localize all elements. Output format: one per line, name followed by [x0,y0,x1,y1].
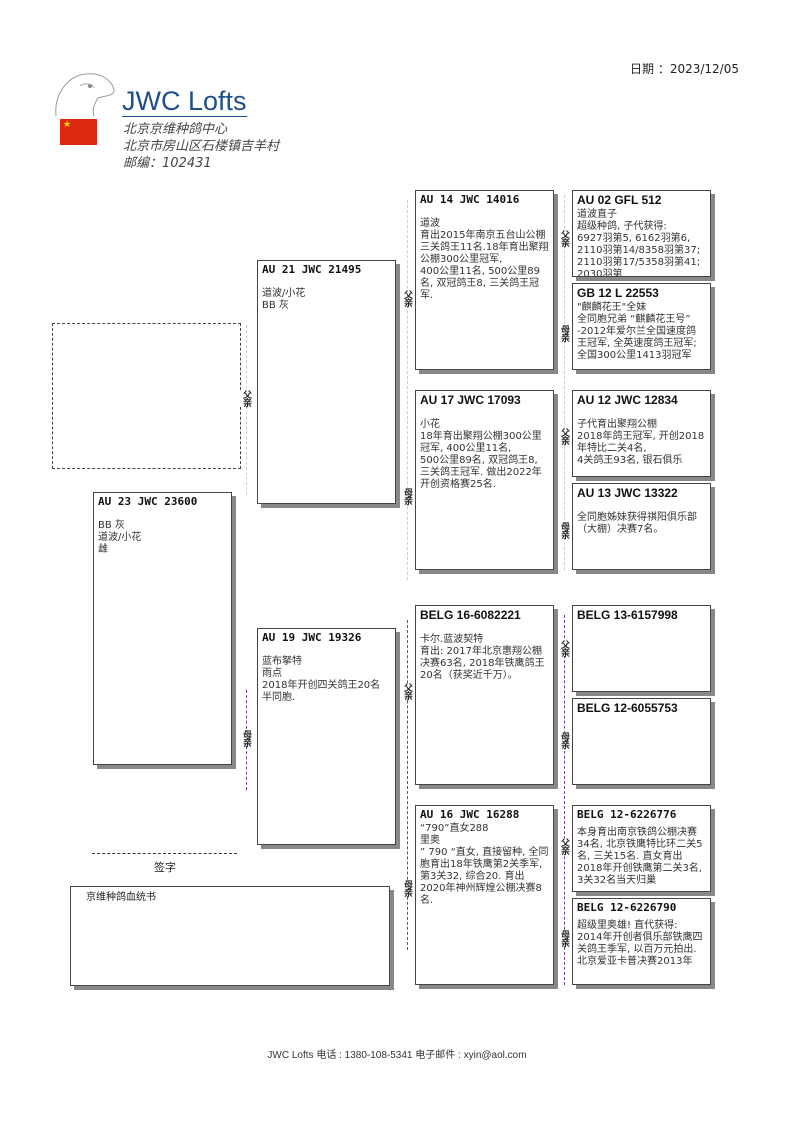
ring-number: BELG 12-6226776 [577,808,677,821]
ssd-card[interactable]: GB 12 L 22553 "麒麟花王"全妹 全同胞兄弟 “麒麟花王号” -201… [572,283,711,370]
dam-sire-card[interactable]: BELG 16-6082221 卡尔.蓝波契特 育出: 2017年北京惠翔公棚决赛… [415,605,554,785]
details: 蓝布拏特 雨点 2018年开创四关鸽王20名 半同胞. [262,656,381,703]
ring-number: AU 16 JWC 16288 [420,808,520,821]
details: 小花 18年育出聚翔公棚300公里冠军, 400公里11名, 500公里89名,… [420,419,542,490]
signature-line [92,853,237,854]
sds-card[interactable]: AU 12 JWC 12834 子代育出聚翔公棚 2018年鸽王冠军, 开创201… [572,390,711,477]
dam-label: 母亲 [558,522,571,538]
ring-number: BELG 12-6226790 [577,901,677,914]
sire-dam-card[interactable]: AU 17 JWC 17093 小花 18年育出聚翔公棚300公里冠军, 400公… [415,390,554,570]
pigeon-head-logo [55,73,115,117]
ring-number: AU 17 JWC 17093 [420,393,521,407]
sire-sire-card[interactable]: AU 14 JWC 14016 道波 育出2015年南京五台山公棚三关鸽王11名.… [415,190,554,370]
dam-label: 母亲 [401,488,414,504]
notes-box[interactable]: 京维种鸽血统书 [70,886,390,986]
details: 全同胞姊妹获得祺阳俱乐部（大棚）决赛7名。 [577,512,697,535]
sire-label: 父亲 [558,230,571,246]
dam-label: 母亲 [558,325,571,341]
dam-label: 母亲 [240,730,253,746]
sire-label: 父亲 [558,428,571,444]
sire-label: 父亲 [240,390,253,406]
date-value: 2023/12/05 [669,62,739,76]
ring-number: AU 12 JWC 12834 [577,393,678,407]
dam-label: 母亲 [558,930,571,946]
details: 超级里奥雄! 直代获得: 2014年开创者俱乐部铁鹰四关鸽王季军, 以百万元拍出… [577,920,703,967]
details: 本身育出南京铁鸽公棚决赛34名, 北京铁鹰特比环二关5名, 三关15名. 直女育… [577,827,703,886]
sire-label: 父亲 [558,838,571,854]
details: “790”直女288 里奥 ” 790 “直女, 直接留种, 全同胞育出18年铁… [420,823,549,906]
ring-number: AU 13 JWC 13322 [577,486,678,500]
dam-label: 母亲 [401,880,414,896]
notes-title: 京维种鸽血统书 [86,892,156,903]
ring-number: AU 19 JWC 19326 [262,631,362,644]
footer-contact: JWC Lofts 电话 : 1380-108-5341 电子邮件 : xyin… [267,1050,527,1061]
date: 日期 ：2023/12/05 [630,60,739,77]
sdd-card[interactable]: AU 13 JWC 13322 全同胞姊妹获得祺阳俱乐部（大棚）决赛7名。 [572,483,711,570]
dam-card[interactable]: AU 19 JWC 19326 蓝布拏特 雨点 2018年开创四关鸽王20名 半同… [257,628,396,845]
ring-number: BELG 13-6157998 [577,608,678,622]
details: 道波/小花 BB 灰 [262,288,306,311]
address: 北京市房山区石楼镇吉羊村 [123,139,280,154]
ring-number: GB 12 L 22553 [577,286,659,300]
address-block: 北京京维种鸽中心 北京市房山区石楼镇吉羊村 邮编：102431 [123,121,279,172]
dds-card[interactable]: BELG 12-6226776 本身育出南京铁鸽公棚决赛34名, 北京铁鹰特比环二… [572,805,711,892]
details: 卡尔.蓝波契特 育出: 2017年北京惠翔公棚决赛63名, 2018年铁鹰鸽王2… [420,634,545,681]
ring-number: AU 02 GFL 512 [577,193,662,207]
details: BB 灰 道波/小花 雌 [98,520,142,555]
ring-number: AU 23 JWC 23600 [98,495,198,508]
photo-placeholder[interactable] [52,323,241,469]
ring-number: BELG 12-6055753 [577,701,678,715]
sire-label: 父亲 [401,683,414,699]
ring-number: AU 14 JWC 14016 [420,193,520,206]
dss-card[interactable]: BELG 13-6157998 [572,605,711,692]
dsd-card[interactable]: BELG 12-6055753 [572,698,711,785]
brand-title: JWC Lofts [122,86,247,117]
china-flag-icon: ★ [60,119,97,145]
sire-label: 父亲 [558,640,571,656]
sire-label: 父亲 [401,290,414,306]
dam-label: 母亲 [558,732,571,748]
ddd-card[interactable]: BELG 12-6226790 超级里奥雄! 直代获得: 2014年开创者俱乐部铁… [572,898,711,985]
subject-card[interactable]: AU 23 JWC 23600 BB 灰 道波/小花 雌 [93,492,232,765]
details: "麒麟花王"全妹 全同胞兄弟 “麒麟花王号” -2012年爱尔兰全国速度鸽王冠军… [577,302,697,361]
postcode: 邮编：102431 [123,156,212,171]
sire-card[interactable]: AU 21 JWC 21495 道波/小花 BB 灰 [257,260,396,504]
details: 道波直子 超级种鸽, 子代获得: 6927羽第5, 6162羽第6, 2110羽… [577,209,701,277]
sss-card[interactable]: AU 02 GFL 512 道波直子 超级种鸽, 子代获得: 6927羽第5, 6… [572,190,711,277]
loft-name: 北京京维种鸽中心 [123,122,228,137]
dam-dam-card[interactable]: AU 16 JWC 16288 “790”直女288 里奥 ” 790 “直女, … [415,805,554,985]
details: 道波 育出2015年南京五台山公棚三关鸽王11名.18年育出聚翔公棚300公里冠… [420,218,549,301]
ring-number: AU 21 JWC 21495 [262,263,362,276]
ring-number: BELG 16-6082221 [420,608,521,622]
details: 子代育出聚翔公棚 2018年鸽王冠军, 开创2018年特比二关4名, 4关鸽王9… [577,419,705,466]
date-label: 日期 ： [630,62,670,76]
signature-label: 签字 [154,861,176,874]
